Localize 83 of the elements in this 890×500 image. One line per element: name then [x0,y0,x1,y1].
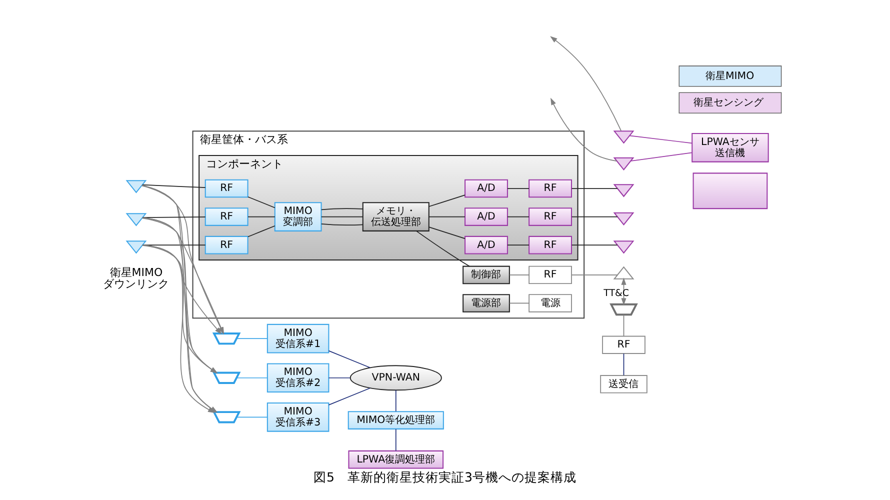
node-box [692,172,768,210]
connector [571,216,618,218]
node-box: RF [204,236,248,254]
connector [236,338,268,340]
node-box: RF [204,208,248,226]
connector [428,216,466,218]
arrow [142,244,218,374]
arrow [550,98,618,162]
node-box: 電源部 [462,294,510,312]
node-box: 制御部 [462,266,510,284]
edge-label: TT&C [604,288,629,300]
node-box: RF [602,336,646,354]
node-triangle [126,180,147,194]
node-box: RF [204,179,248,198]
connector [509,302,530,304]
connector [328,377,350,378]
arrow [141,185,218,374]
connector [428,194,466,207]
node-box: メモリ・伝送処理部 [362,202,430,232]
connector [328,388,370,406]
connector [142,244,206,246]
label: 衛星MIMOダウンリンク [103,266,170,291]
connector [509,274,530,276]
connector [236,416,268,418]
connector [507,244,530,246]
node-box: MIMO受信系#3 [266,402,330,432]
node-triangle [613,184,634,198]
connector [416,230,470,267]
node-triangle [613,240,634,254]
node-ellipse: VPN-WAN [350,365,442,391]
arrow [550,36,622,132]
connector [507,188,530,189]
connector [142,184,206,188]
connector [328,350,370,368]
node-triangle [613,212,634,226]
connector [428,226,466,239]
node-dish [212,372,241,384]
connector [623,314,624,336]
node-triangle [613,157,634,170]
node-box: A/D [464,208,508,226]
connector [321,208,364,210]
node-dish [610,303,638,316]
connector [571,274,618,276]
node-box: 送受信 [600,375,648,394]
connector [629,135,692,144]
connector [395,428,396,452]
connector [507,216,530,218]
connector [321,223,364,226]
node-box: A/D [464,236,508,254]
node-box: LPWAセンサ送信機 [692,133,769,162]
connector [248,225,276,238]
connector [623,353,624,376]
node-box: MIMO等化処理部 [348,411,444,430]
arrow [142,245,222,334]
connector [142,216,206,218]
legend-label: 衛星MIMO [705,70,754,82]
connector [236,377,268,378]
connector [571,244,618,246]
node-triangle [126,213,147,226]
connector [321,216,364,218]
node-box: MIMO変調部 [274,202,322,232]
node-dish [212,411,241,424]
node-box: 電源 [528,294,572,312]
connector [248,216,276,218]
node-box: LPWA復調処理部 [348,450,444,469]
node-box: RF [528,266,572,284]
arrow [142,217,218,374]
node-triangle [126,240,147,254]
node-box: RF [528,208,572,226]
caption: 図5 革新的衛星技術実証3号機への提案構成 [314,469,576,484]
legend-label: 衛星センシング [693,98,764,109]
connector [571,188,618,189]
connector [630,152,692,162]
connector [248,196,276,208]
connector [395,390,396,412]
node-triangle [613,130,634,144]
node-box: A/D [464,179,508,198]
node-triangle [613,266,634,280]
node-box: RF [528,236,572,254]
node-box: MIMO受信系#2 [266,363,330,393]
node-box: MIMO受信系#1 [266,324,330,354]
node-box: RF [528,179,572,198]
node-dish [212,332,241,345]
